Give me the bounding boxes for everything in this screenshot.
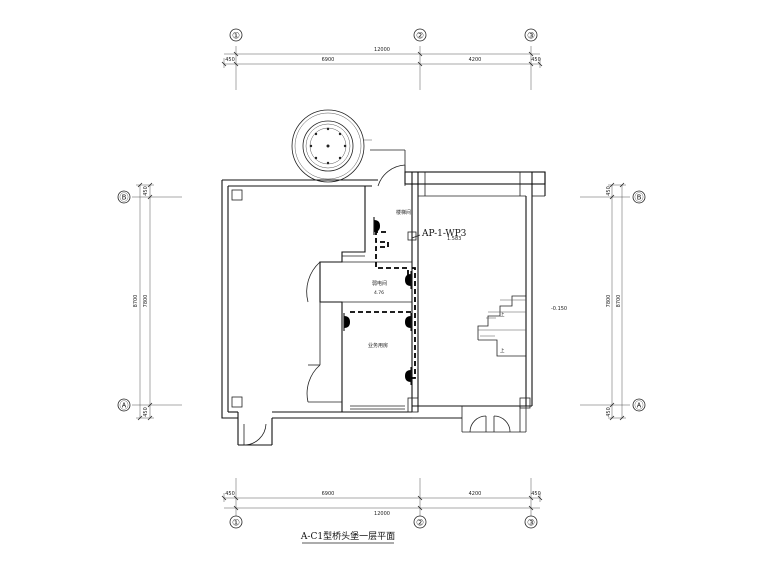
axis-top-3: ③ xyxy=(527,32,535,42)
top-axis-bubbles: ① ② ③ xyxy=(229,28,538,42)
stair-mark-1: 上 xyxy=(500,311,505,318)
stair-mark-2: 上 xyxy=(500,347,505,354)
bottom-axis-bubbles: ① ② ③ xyxy=(229,515,538,529)
axis-left-b: Ⓑ xyxy=(119,193,128,204)
top-dim-4: 450 xyxy=(531,57,541,63)
axis-bottom-2: ② xyxy=(416,519,424,529)
right-outer-dim: 8700 xyxy=(616,295,622,308)
round-feature xyxy=(291,109,372,183)
elevation-side: -0.150 xyxy=(551,306,567,312)
top-dimension-chain: 12000 450 6900 4200 450 xyxy=(221,46,543,90)
bottom-dim-1: 450 xyxy=(225,491,235,497)
axis-top-2: ② xyxy=(416,32,424,42)
bottom-total-dim: 12000 xyxy=(374,511,390,517)
panel-label: AP-1-WP3 xyxy=(421,229,467,239)
axis-bottom-1: ① xyxy=(232,519,240,529)
building-walls xyxy=(221,149,546,446)
axis-top-1: ① xyxy=(232,32,240,42)
room-label-mid: 弱电间 xyxy=(372,280,387,287)
left-end-top-dim: 450 xyxy=(143,186,149,196)
left-end-bottom-dim: 450 xyxy=(143,407,149,417)
left-inner-dim: 7800 xyxy=(143,295,149,308)
top-dim-3: 4200 xyxy=(469,57,482,63)
top-dim-2: 6900 xyxy=(322,57,335,63)
room-label-bottom: 业务用房 xyxy=(368,342,388,349)
left-axis-bubbles: Ⓑ Ⓐ xyxy=(117,190,131,412)
bottom-dimension-chain: 450 6900 4200 450 12000 xyxy=(221,478,543,517)
stair: 上 上 xyxy=(477,295,526,357)
room-labels: 楼梯间 弱电间 4.76 业务用房 1.583 -0.150 AP-1-WP3 xyxy=(368,209,567,349)
axis-right-b: Ⓑ xyxy=(634,193,643,204)
axis-bottom-3: ③ xyxy=(527,519,535,529)
room-label-mid-elev: 4.76 xyxy=(374,290,384,296)
top-dim-1: 450 xyxy=(225,57,235,63)
right-end-bottom-dim: 450 xyxy=(606,407,612,417)
room-label-top: 楼梯间 xyxy=(396,209,411,216)
wiring-dashed xyxy=(350,231,421,379)
bottom-dim-4: 450 xyxy=(531,491,541,497)
right-inner-dim: 7800 xyxy=(606,295,612,308)
axis-right-a: Ⓐ xyxy=(634,401,643,412)
drawing-title: A-C1型桥头堡一层平面 xyxy=(300,530,395,542)
bottom-dim-3: 4200 xyxy=(469,491,482,497)
bottom-dim-2: 6900 xyxy=(322,491,335,497)
right-end-top-dim: 450 xyxy=(606,186,612,196)
left-dimension-chain: 8700 7800 450 450 xyxy=(132,182,182,421)
top-total-dim: 12000 xyxy=(374,47,390,53)
right-axis-bubbles: Ⓑ Ⓐ xyxy=(632,190,646,412)
right-dimension-chain: 7800 8700 450 450 xyxy=(580,182,630,421)
lighting-fixtures xyxy=(343,217,412,385)
elevation-right: 1.583 xyxy=(447,236,461,242)
left-outer-dim: 8700 xyxy=(133,295,139,308)
axis-left-a: Ⓐ xyxy=(119,401,128,412)
